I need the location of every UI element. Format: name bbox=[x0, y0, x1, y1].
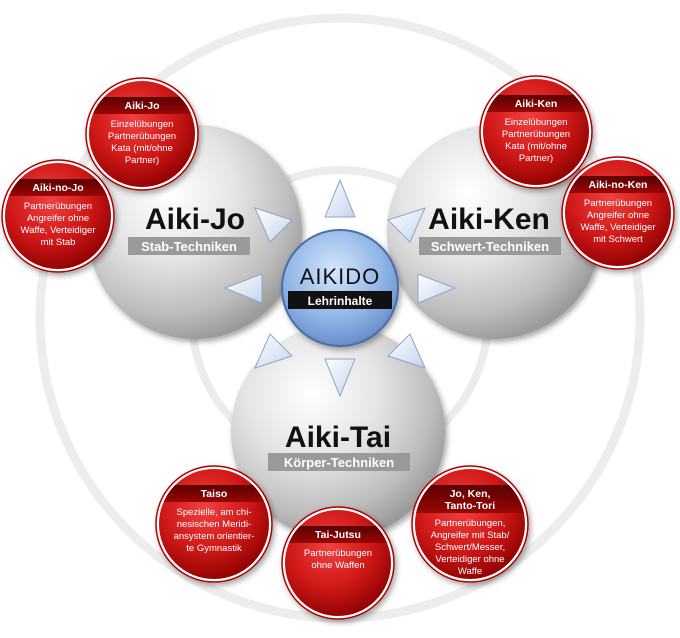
sphere-subtitle: Körper-Techniken bbox=[284, 455, 394, 470]
detail-circle-title: Aiki-Ken bbox=[515, 98, 558, 110]
ray-icon bbox=[324, 178, 356, 218]
detail-circle-aiki-ken: Aiki-KenEinzelübungenPartnerübungenKata … bbox=[479, 75, 593, 189]
detail-circle-text: mit Schwert bbox=[593, 234, 643, 245]
detail-circle-text: Einzelübungen bbox=[505, 117, 568, 128]
detail-circle-text: Partnerübungen, bbox=[435, 518, 506, 529]
ray-icon bbox=[223, 273, 263, 304]
detail-circle-title: Tai-Jutsu bbox=[315, 529, 361, 541]
detail-circle-text: ohne Waffen bbox=[311, 560, 364, 571]
detail-circle-text: Spezielle, am chi- bbox=[177, 507, 252, 518]
detail-circle-text: Partnerübungen bbox=[304, 548, 372, 559]
detail-circle-text: Waffe bbox=[458, 566, 482, 577]
ray-icon bbox=[254, 207, 293, 243]
center-subtitle: Lehrinhalte bbox=[308, 294, 373, 308]
sphere-label-bar bbox=[268, 453, 410, 471]
detail-circle-text: Partnerübungen bbox=[584, 198, 652, 209]
detail-circle-text: Partnerübungen bbox=[24, 201, 92, 212]
detail-circle-text: ansystem orientier- bbox=[174, 531, 255, 542]
detail-circle-header bbox=[285, 526, 391, 543]
sphere-label-bar bbox=[128, 237, 250, 255]
detail-circle-title: Aiki-no-Ken bbox=[589, 179, 648, 191]
center-label-bar bbox=[288, 291, 392, 309]
center-rays bbox=[223, 178, 457, 398]
ray-icon bbox=[387, 207, 426, 243]
detail-circle-header bbox=[159, 485, 269, 502]
sphere-subtitle: Schwert-Techniken bbox=[431, 239, 549, 254]
detail-circle-text: Partner) bbox=[125, 155, 159, 166]
detail-circle-text: Angreifer mit Stab/ bbox=[431, 530, 510, 541]
detail-circle-text: nesischen Meridi- bbox=[177, 519, 251, 530]
center-body bbox=[281, 229, 399, 347]
sphere-aiki-tai: Aiki-Tai Körper-Techniken bbox=[231, 325, 445, 539]
detail-circle-text: Angreifer ohne bbox=[27, 213, 89, 224]
sphere-subtitle: Stab-Techniken bbox=[141, 239, 237, 254]
sphere-body bbox=[231, 325, 445, 539]
detail-circle-text: Schwert/Messer, bbox=[435, 542, 505, 553]
detail-circle-text: Einzelübungen bbox=[111, 119, 174, 130]
center-title: AIKIDO bbox=[300, 264, 381, 289]
detail-circle-title: Aiki-Jo bbox=[124, 100, 159, 112]
ray-icon bbox=[324, 358, 356, 398]
detail-circle-text: mit Stab bbox=[41, 237, 76, 248]
detail-circle-header bbox=[5, 179, 111, 196]
detail-circle-text: Waffe, Verteidiger bbox=[21, 225, 96, 236]
detail-circle-title: Taiso bbox=[201, 488, 228, 500]
ray-icon bbox=[254, 333, 293, 369]
detail-circle-text: Kata (mit/ohne bbox=[111, 143, 173, 154]
detail-circle-title: Tanto-Tori bbox=[445, 500, 495, 512]
detail-circle-text: Verteidiger ohne bbox=[435, 554, 504, 565]
detail-circle-text: Partner) bbox=[519, 153, 553, 164]
detail-circle-text: Partnerübungen bbox=[108, 131, 176, 142]
detail-circle-text: Partnerübungen bbox=[502, 129, 570, 140]
detail-circle-text: Kata (mit/ohne bbox=[505, 141, 567, 152]
detail-circle-title: Jo, Ken, bbox=[450, 488, 491, 500]
detail-circle-header bbox=[89, 97, 195, 114]
detail-circle-header bbox=[415, 485, 525, 513]
detail-circle-text: Waffe, Verteidiger bbox=[581, 222, 656, 233]
sphere-label-bar bbox=[419, 237, 561, 255]
ray-icon bbox=[417, 273, 457, 304]
detail-circle-text: te Gymnastik bbox=[186, 543, 242, 554]
sphere-title: Aiki-Jo bbox=[145, 203, 245, 236]
ray-icon bbox=[387, 333, 426, 369]
center-circle: AIKIDO Lehrinhalte bbox=[281, 229, 399, 347]
detail-circle-title: Aiki-no-Jo bbox=[32, 182, 83, 194]
detail-circle-jo-ken-tanto-tori: Jo, Ken,Tanto-ToriPartnerübungen,Angreif… bbox=[411, 465, 529, 583]
detail-circle-text: Angreifer ohne bbox=[587, 210, 649, 221]
detail-circle-header bbox=[483, 95, 589, 112]
detail-circle-header bbox=[565, 176, 671, 193]
sphere-title: Aiki-Ken bbox=[428, 203, 550, 236]
sphere-title: Aiki-Tai bbox=[285, 421, 391, 454]
